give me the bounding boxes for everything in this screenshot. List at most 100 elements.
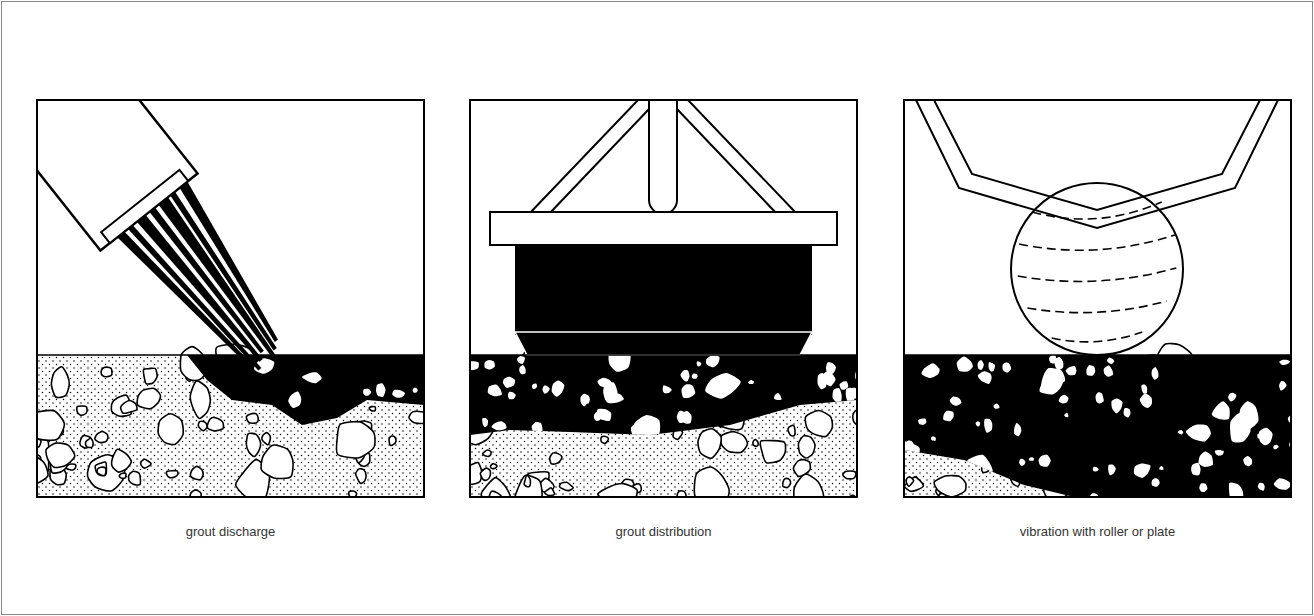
stone <box>353 406 369 422</box>
stone <box>542 386 549 394</box>
stone <box>839 489 844 494</box>
stone <box>369 407 375 411</box>
stone <box>363 449 375 465</box>
stone <box>1140 393 1152 408</box>
stone <box>166 379 181 395</box>
stone <box>37 455 48 485</box>
stone <box>848 388 857 399</box>
stone <box>129 471 141 485</box>
stone <box>795 484 802 490</box>
stone <box>1108 464 1116 475</box>
stone <box>517 356 525 364</box>
stone <box>532 384 537 389</box>
stone <box>304 432 310 437</box>
stone <box>694 467 729 497</box>
stone <box>922 363 940 378</box>
stone <box>190 466 203 479</box>
stone <box>68 478 71 482</box>
stone <box>1014 423 1021 436</box>
stone <box>904 477 923 492</box>
stone <box>363 389 371 396</box>
stone <box>366 445 388 476</box>
stone <box>1228 393 1236 402</box>
stone <box>323 437 330 446</box>
stone <box>1064 413 1068 417</box>
stone <box>654 440 668 453</box>
stone <box>288 392 301 408</box>
stone <box>270 441 298 473</box>
stone <box>489 438 516 459</box>
stone <box>1199 451 1213 466</box>
stone <box>952 461 965 469</box>
stone <box>640 442 663 467</box>
stone <box>1107 357 1114 364</box>
stone <box>705 373 741 399</box>
stone <box>189 490 201 497</box>
stone <box>1152 478 1160 486</box>
panel-content <box>904 100 1291 497</box>
stone <box>395 471 418 497</box>
aggregate-stones <box>37 344 424 497</box>
grout-hose <box>37 100 317 401</box>
squeegee <box>490 100 837 355</box>
stone <box>470 361 479 370</box>
stone <box>225 456 248 478</box>
ground-line <box>470 354 857 356</box>
ground-line <box>37 354 424 356</box>
stone <box>550 453 562 464</box>
stone <box>95 462 106 475</box>
stone <box>594 412 601 421</box>
panel-border <box>37 100 424 497</box>
panel-content <box>470 100 857 497</box>
stone <box>803 428 809 434</box>
stone <box>843 471 856 479</box>
stone <box>130 365 137 375</box>
stone <box>833 388 842 402</box>
aggregate-stones <box>904 343 1291 497</box>
grout-fill <box>187 355 424 425</box>
stone <box>598 484 637 497</box>
stone <box>406 417 414 423</box>
stone <box>202 477 216 493</box>
stone <box>1093 467 1099 472</box>
stone <box>1029 457 1034 460</box>
stone <box>680 370 689 381</box>
stone <box>246 414 258 424</box>
stone <box>756 453 765 461</box>
stone <box>263 468 270 477</box>
stone <box>677 411 684 423</box>
stone <box>172 407 184 420</box>
stone <box>532 422 543 435</box>
stone <box>976 421 981 426</box>
stone <box>785 456 807 478</box>
stone <box>703 466 709 473</box>
stone <box>112 449 132 472</box>
stone <box>480 468 490 480</box>
step-caption: vibration with roller or plate <box>904 524 1291 540</box>
grout-fill <box>904 355 1291 497</box>
stone <box>119 473 126 478</box>
ground-line <box>904 354 1291 356</box>
stone <box>141 459 151 468</box>
stone <box>484 441 489 446</box>
stone <box>597 378 612 388</box>
stone <box>121 401 137 414</box>
stone <box>631 424 639 437</box>
stone <box>490 464 497 469</box>
stone <box>101 367 112 377</box>
stone <box>97 467 106 475</box>
stone <box>916 470 936 485</box>
step-panel <box>885 100 1314 510</box>
stone <box>1212 401 1230 420</box>
stone <box>1086 365 1095 376</box>
stone <box>308 448 317 455</box>
stone <box>190 381 210 419</box>
stone <box>198 421 207 430</box>
stone <box>601 436 609 443</box>
stone <box>950 396 962 405</box>
stone <box>721 432 748 453</box>
stone <box>753 439 758 446</box>
stone <box>211 478 231 497</box>
stone <box>1066 366 1077 375</box>
